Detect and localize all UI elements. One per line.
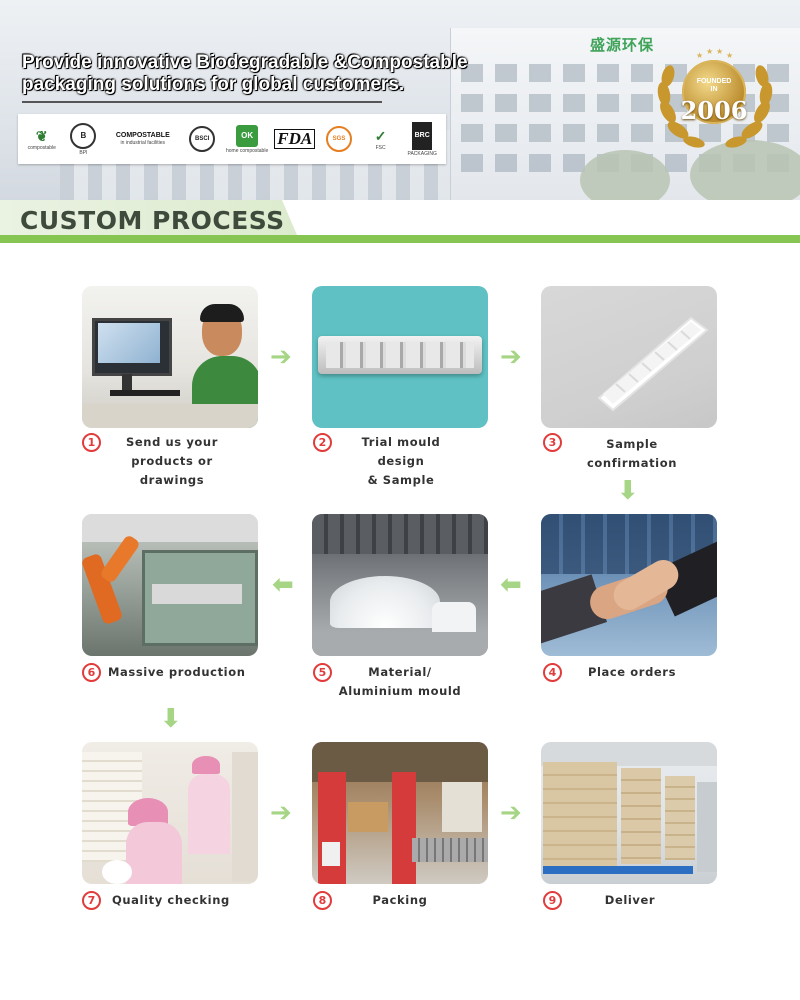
bpi-icon: B BPI (66, 121, 102, 157)
compostable-label: COMPOSTABLE in industrial facilities (115, 132, 170, 146)
arrow-right-icon: ➔ (500, 342, 522, 372)
step-7-photo-quality (82, 742, 258, 884)
fda-icon: FDA (274, 121, 316, 157)
sgs-icon: SGS (321, 121, 357, 157)
step-9-photo-deliver (541, 742, 717, 884)
step-8-label: Packing (372, 893, 428, 907)
section-header: CUSTOM PROCESS (0, 200, 800, 246)
svg-text:★: ★ (726, 51, 733, 60)
badge-year: 2006 (680, 96, 748, 125)
svg-text:★: ★ (716, 47, 723, 56)
step-2-label: Trial mould design& Sample (361, 435, 441, 487)
step-4-label: Place orders (587, 665, 677, 679)
arrow-right-icon: ➔ (500, 798, 522, 828)
arrow-left-icon: ⬅ (500, 570, 522, 600)
arrow-left-icon: ⬅ (272, 570, 294, 600)
laurel-wreath-icon: ★ ★ ★ ★ (657, 47, 773, 148)
tagline-underline (22, 101, 382, 103)
arrow-right-icon: ➔ (270, 798, 292, 828)
step-8-number-badge: 8 (313, 891, 332, 910)
step-5-number-badge: 5 (313, 663, 332, 682)
step-4-photo-handshake (541, 514, 717, 656)
step-1-number-badge: 1 (82, 433, 101, 452)
step-5-photo-material (312, 514, 488, 656)
tagline-line-2: packaging solutions for global customers… (22, 74, 405, 95)
step-1-photo-designer (82, 286, 258, 428)
step-3-number-badge: 3 (543, 433, 562, 452)
seedling-icon: ❦ compostable (27, 127, 56, 151)
step-8-photo-packing (312, 742, 488, 884)
badge-founded-text: FOUNDED IN (696, 78, 732, 93)
step-7-label: Quality checking (112, 893, 230, 907)
step-6-number-badge: 6 (82, 663, 101, 682)
step-5-label: Material/Aluminium mould (338, 665, 462, 698)
home-compostable-icon: OK home compostable (226, 121, 268, 157)
sample-tray-image (597, 316, 709, 412)
step-2-photo-mould (312, 286, 488, 428)
section-divider-line (0, 235, 800, 243)
tagline: Provide innovative Biodegradable &Compos… (22, 52, 468, 96)
arrow-down-icon: ⬇ (160, 704, 182, 734)
step-6-label: Massive production (108, 665, 246, 679)
certification-strip: ❦ compostable B BPI COMPOSTABLE in indus… (18, 114, 446, 164)
step-7-number-badge: 7 (82, 891, 101, 910)
badge-medal (682, 60, 746, 124)
step-4-number-badge: 4 (543, 663, 562, 682)
header-banner: 盛源环保 Provide innovative Biodegradable &C… (0, 0, 800, 200)
section-title: CUSTOM PROCESS (20, 206, 285, 235)
tagline-line-1: Provide innovative Biodegradable &Compos… (22, 52, 468, 73)
brc-icon: BRC PACKAGING (404, 121, 440, 157)
bsci-icon: BSCI (184, 121, 220, 157)
founded-badge: ★ ★ ★ ★ FOUNDED IN 2006 (650, 42, 780, 162)
arrow-down-icon: ⬇ (617, 476, 639, 506)
svg-text:★: ★ (706, 47, 713, 56)
svg-text:★: ★ (696, 51, 703, 60)
fsc-icon: ✓ FSC (374, 127, 387, 151)
tree-image (580, 150, 670, 200)
arrow-right-icon: ➔ (270, 342, 292, 372)
step-9-number-badge: 9 (543, 891, 562, 910)
step-6-photo-production (82, 514, 258, 656)
tree-image (690, 140, 800, 200)
step-3-photo-sample-tray (541, 286, 717, 428)
step-9-label: Deliver (604, 893, 656, 907)
building-sign: 盛源环保 (590, 36, 655, 54)
step-2-number-badge: 2 (313, 433, 332, 452)
